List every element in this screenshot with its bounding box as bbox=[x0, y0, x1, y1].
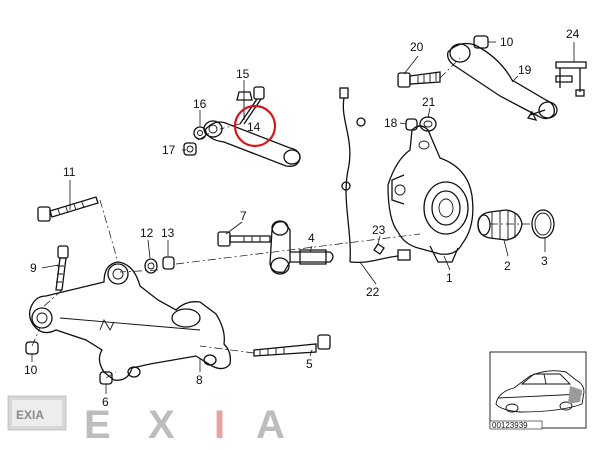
highlight-circle bbox=[233, 104, 277, 148]
link-4 bbox=[269, 220, 334, 275]
watermark-letter-i: I bbox=[214, 403, 225, 447]
callout-labels: 15 16 14 17 20 10 24 19 21 18 11 7 4 12 … bbox=[24, 27, 580, 409]
callout-4: 4 bbox=[308, 231, 315, 245]
bushing-12 bbox=[144, 258, 158, 274]
callout-19: 19 bbox=[518, 63, 532, 77]
callout-18: 18 bbox=[384, 116, 398, 130]
callout-8: 8 bbox=[196, 373, 203, 387]
callout-10-top: 10 bbox=[500, 35, 514, 49]
bolt-9 bbox=[55, 245, 69, 291]
callout-2: 2 bbox=[504, 259, 511, 273]
snap-ring-3 bbox=[531, 209, 555, 239]
callout-6: 6 bbox=[102, 395, 109, 409]
callout-14: 14 bbox=[247, 120, 261, 134]
callout-22: 22 bbox=[366, 285, 380, 299]
bolt-23 bbox=[373, 243, 385, 255]
callout-20: 20 bbox=[410, 40, 424, 54]
bolt-15 bbox=[239, 86, 265, 125]
wheel-carrier-1 bbox=[387, 125, 474, 263]
watermark-letter-e: E bbox=[84, 403, 111, 447]
nut-13 bbox=[162, 256, 175, 270]
callout-3: 3 bbox=[541, 254, 548, 268]
nut-18 bbox=[405, 118, 418, 131]
watermark-letter-x: X bbox=[148, 403, 175, 447]
watermark-letter-a: A bbox=[256, 403, 285, 447]
bushing-21 bbox=[419, 116, 437, 132]
leader-lines bbox=[31, 41, 575, 394]
callout-1: 1 bbox=[446, 271, 453, 285]
callout-16: 16 bbox=[193, 97, 207, 111]
callout-9: 9 bbox=[30, 261, 37, 275]
nut-17 bbox=[183, 142, 197, 156]
inset-code: 00123939 bbox=[492, 421, 528, 430]
car-outline bbox=[495, 370, 585, 413]
inset-rear-highlight bbox=[568, 386, 582, 404]
abs-sensor-cable-22 bbox=[339, 87, 411, 264]
exia-logo-small: EXIA bbox=[7, 395, 67, 431]
bolt-5 bbox=[253, 334, 331, 357]
bolt-11 bbox=[37, 196, 99, 222]
callout-7: 7 bbox=[240, 209, 247, 223]
bolt-20 bbox=[397, 71, 441, 88]
drive-boot-2 bbox=[477, 209, 523, 241]
callout-15: 15 bbox=[236, 67, 250, 81]
nut-10-bottom bbox=[25, 341, 39, 355]
exia-logo-text: EXIA bbox=[16, 408, 44, 422]
control-arm-19 bbox=[447, 42, 558, 121]
callout-10-bottom: 10 bbox=[24, 363, 38, 377]
callout-21: 21 bbox=[422, 95, 436, 109]
bushing-16 bbox=[193, 126, 207, 140]
callout-23: 23 bbox=[372, 223, 386, 237]
vehicle-inset: 00123939 bbox=[489, 351, 587, 430]
exia-watermark: EXIA E X I A bbox=[7, 395, 285, 447]
bracket-24 bbox=[555, 61, 587, 97]
callout-11: 11 bbox=[63, 165, 76, 179]
bolt-7 bbox=[217, 231, 271, 247]
callout-17: 17 bbox=[162, 143, 176, 157]
callout-5: 5 bbox=[306, 357, 313, 371]
callout-12: 12 bbox=[140, 226, 154, 240]
callout-24: 24 bbox=[566, 27, 580, 41]
callout-13: 13 bbox=[161, 226, 175, 240]
